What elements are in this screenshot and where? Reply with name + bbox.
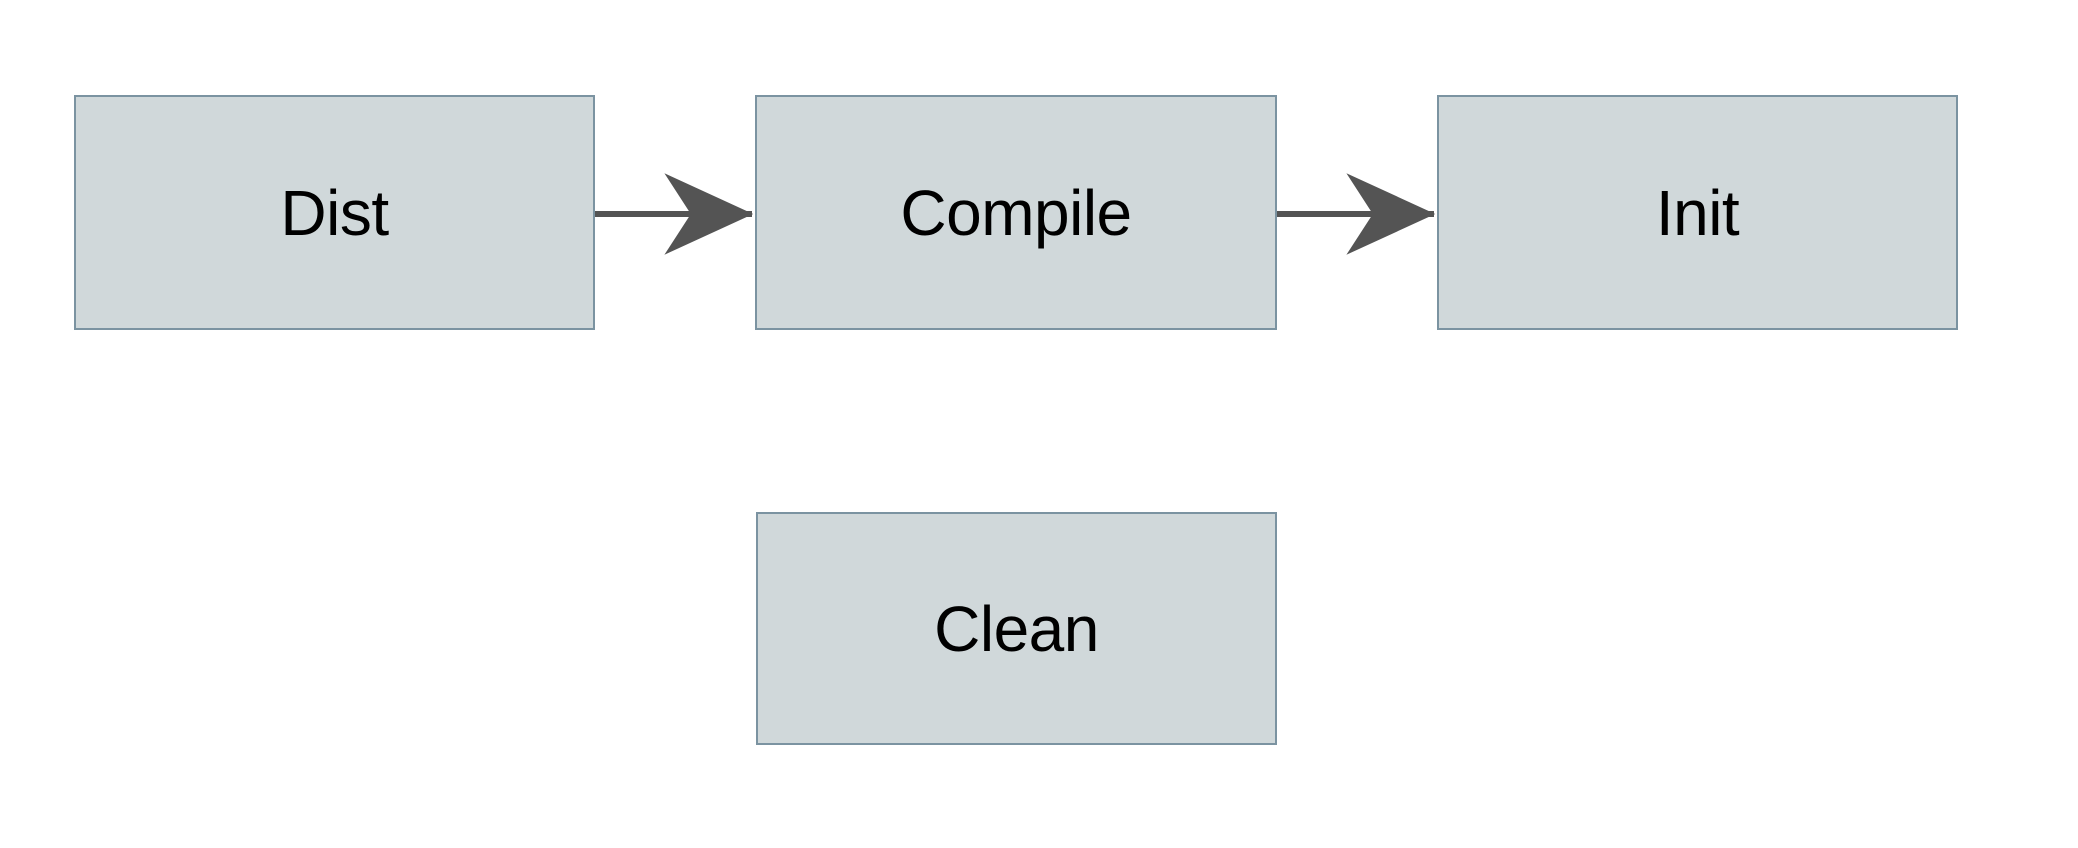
node-compile[interactable]: Compile (755, 95, 1277, 330)
node-dist[interactable]: Dist (74, 95, 595, 330)
node-init-label: Init (1655, 176, 1740, 249)
node-clean[interactable]: Clean (756, 512, 1277, 745)
node-clean-label: Clean (934, 592, 1099, 665)
node-dist-label: Dist (280, 176, 389, 249)
node-init[interactable]: Init (1437, 95, 1958, 330)
node-compile-label: Compile (900, 176, 1132, 249)
